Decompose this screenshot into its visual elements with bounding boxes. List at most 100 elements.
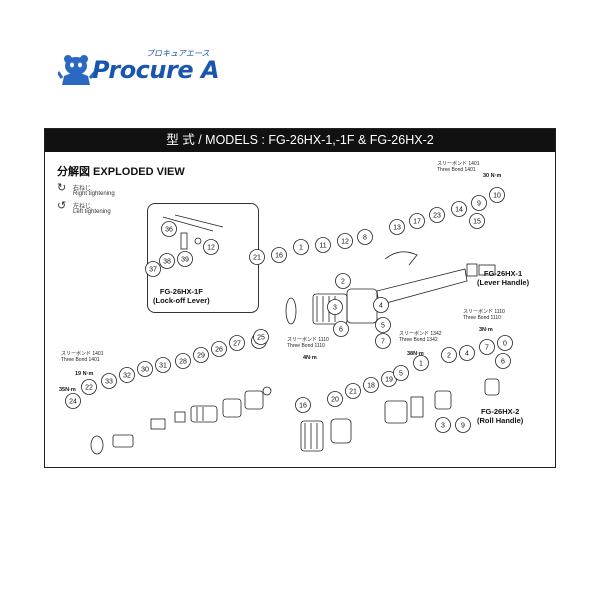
part-balloon <box>295 397 311 413</box>
part-balloon <box>203 239 219 255</box>
model-desc: (Lock-off Lever) <box>153 296 210 305</box>
part-number: 6 <box>339 327 343 334</box>
part-number: 16 <box>275 253 283 260</box>
part-number: 5 <box>381 323 385 330</box>
part-balloon <box>193 347 209 363</box>
part-number: 22 <box>85 385 93 392</box>
part-balloon <box>393 365 409 381</box>
part-balloon <box>177 251 193 267</box>
model-name: FG-26HX-1F <box>159 287 203 296</box>
part-balloon <box>271 247 287 263</box>
part-balloon <box>65 393 81 409</box>
part-balloon <box>211 341 227 357</box>
model-desc: (Lever Handle) <box>477 278 530 287</box>
part-number: 16 <box>299 403 307 410</box>
part-balloon <box>469 213 485 229</box>
procure-a-logo: プロキュアエース Procure A <box>58 48 228 88</box>
part-number: 1 <box>419 361 423 368</box>
torque-label: 30 N·m <box>483 173 502 179</box>
legend-en: Right tightening <box>73 191 115 197</box>
part-balloon <box>357 229 373 245</box>
legend-jp: 左ねじ <box>73 204 92 210</box>
part-balloon <box>389 219 405 235</box>
part-balloon <box>455 417 471 433</box>
part-balloon <box>327 391 343 407</box>
legend-en: Left tightening <box>73 209 111 215</box>
threebond-note: スリーボンド 1401 Three Bond 1401 <box>437 161 480 173</box>
part-number: 3 <box>333 305 337 312</box>
part-balloon <box>413 355 429 371</box>
main-body-shape <box>90 386 272 455</box>
part-number: 7 <box>485 345 489 352</box>
threebond-note: スリーボンド 1342 Three Bond 1342 <box>399 331 442 343</box>
clockwise-arrow-icon: ↻ <box>57 182 67 194</box>
part-number: 27 <box>233 341 241 348</box>
note-en: Three Bond 1110 <box>287 343 325 349</box>
part-balloon <box>459 345 475 361</box>
part-number: 11 <box>319 243 326 250</box>
roll-handle-label: FG-26HX-2 (Roll Handle) <box>477 407 523 425</box>
part-balloon <box>293 239 309 255</box>
legend-jp: 右ねじ <box>73 186 92 192</box>
part-number: 13 <box>393 225 401 232</box>
models-title-bar: 型 式 / MODELS : FG-26HX-1,-1F & FG-26HX-2 <box>45 129 555 152</box>
part-balloon <box>375 333 391 349</box>
part-number: 12 <box>341 239 349 246</box>
part-balloon <box>375 317 391 333</box>
part-number: 31 <box>159 363 167 370</box>
part-number: 24 <box>69 399 77 406</box>
part-number: 33 <box>105 379 113 386</box>
part-balloon <box>345 383 361 399</box>
part-balloon <box>471 195 487 211</box>
part-number: 38 <box>163 259 171 266</box>
part-balloon <box>175 353 191 369</box>
part-balloon <box>327 299 343 315</box>
model-name: FG-26HX-1 <box>483 269 523 278</box>
lever-handle-body-shape <box>285 251 496 325</box>
part-balloon <box>137 361 153 377</box>
part-number: 4 <box>465 351 469 358</box>
part-balloon <box>161 221 177 237</box>
note-en: Three Bond 1342 <box>399 337 438 343</box>
part-number: 21 <box>253 255 261 262</box>
note-en: Three Bond 1401 <box>61 357 100 363</box>
part-balloon <box>333 321 349 337</box>
part-number: 1 <box>299 245 303 252</box>
part-balloon <box>249 249 265 265</box>
part-balloon <box>145 261 161 277</box>
note-jp: スリーボンド 1342 <box>399 331 442 337</box>
part-number: 4 <box>379 303 383 310</box>
part-balloon <box>119 367 135 383</box>
part-balloon <box>373 297 389 313</box>
torque-label: 4N·m <box>303 355 317 361</box>
part-balloon <box>253 329 269 345</box>
torque-label: 35N·m <box>59 387 76 393</box>
part-number: 6 <box>501 359 505 366</box>
part-balloon <box>229 335 245 351</box>
model-name: FG-26HX-2 <box>480 407 520 416</box>
threebond-note: スリーボンド 1110 Three Bond 1110 <box>463 309 505 321</box>
part-number: 29 <box>197 353 205 360</box>
part-number: 17 <box>413 219 421 226</box>
part-number: 8 <box>363 235 367 242</box>
part-number: 2 <box>447 353 451 360</box>
counterclockwise-arrow-icon: ↺ <box>57 200 67 212</box>
lock-off-lever-parts <box>162 214 224 250</box>
threebond-note: スリーボンド 1110 Three Bond 1110 <box>287 337 329 349</box>
part-number: 28 <box>179 359 187 366</box>
part-number: 10 <box>493 193 501 200</box>
note-en: Three Bond 1401 <box>437 167 476 173</box>
part-number: 21 <box>349 389 357 396</box>
part-number: 0 <box>503 341 507 348</box>
part-balloon <box>363 377 379 393</box>
part-number: 32 <box>123 373 131 380</box>
part-number: 39 <box>181 257 189 264</box>
part-number: 26 <box>215 347 223 354</box>
lock-off-lever-label: FG-26HX-1F (Lock-off Lever) <box>153 287 210 305</box>
torque-label: 3N·m <box>479 327 493 333</box>
part-number: 7 <box>381 339 385 346</box>
note-jp: スリーボンド 1110 <box>287 337 329 343</box>
part-number: 20 <box>331 397 339 404</box>
exploded-view-title: 分解図 EXPLODED VIEW <box>57 166 185 178</box>
